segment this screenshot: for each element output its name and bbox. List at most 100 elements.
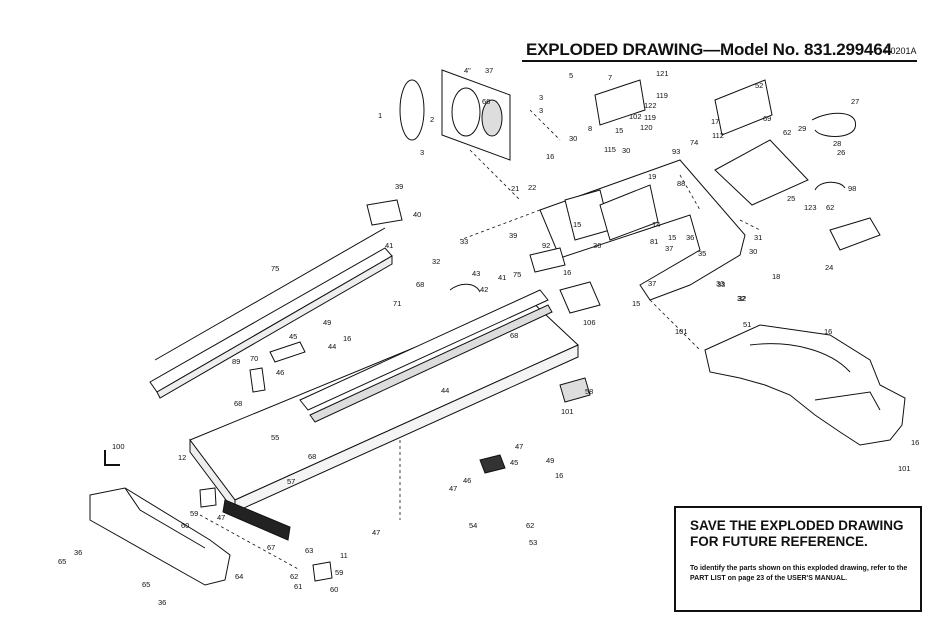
callout: 75 [513, 270, 521, 279]
callout: 36 [593, 241, 601, 250]
callout: 33 [717, 280, 725, 289]
callout: 37 [648, 279, 656, 288]
callout: 81 [650, 237, 658, 246]
allen-wrench [104, 450, 120, 466]
callout: 61 [294, 582, 302, 591]
callout: 59 [335, 568, 343, 577]
callout: 65 [58, 557, 66, 566]
callout: 68 [510, 331, 518, 340]
callout: 102 [629, 112, 642, 121]
callout: 52 [755, 81, 763, 90]
callout: 63 [305, 546, 313, 555]
front-roller [449, 283, 481, 293]
callout: 89 [232, 357, 240, 366]
callout: 17 [711, 117, 719, 126]
callout: 24 [825, 263, 833, 272]
callout: 60 [181, 521, 189, 530]
callout: 47 [372, 528, 380, 537]
clip [559, 377, 591, 403]
callout: 5 [569, 71, 573, 80]
callout: 41 [385, 241, 393, 250]
callout: 49 [323, 318, 331, 327]
title-underline [522, 60, 917, 62]
callout: 15 [632, 299, 640, 308]
callout: 16 [563, 268, 571, 277]
callout: 44 [441, 386, 449, 395]
callout: 66 [482, 97, 490, 106]
front-cap [529, 247, 566, 273]
callout: 30 [622, 146, 630, 155]
callout: 120 [640, 123, 653, 132]
callout: 62 [290, 572, 298, 581]
callout: 62 [783, 128, 791, 137]
callout: 123 [804, 203, 817, 212]
callout: 33 [460, 237, 468, 246]
callout: 11 [340, 551, 348, 560]
callout: 29 [798, 124, 806, 133]
callout: 98 [848, 184, 856, 193]
callout: 36 [686, 233, 694, 242]
drive-belt [399, 79, 425, 141]
callout: 51 [743, 320, 751, 329]
callout: 119 [656, 91, 668, 100]
rear-end-cap [89, 487, 231, 586]
callout: 59 [190, 509, 198, 518]
callout: 32 [432, 257, 440, 266]
callout: 88 [677, 179, 685, 188]
callout: 15 [573, 220, 581, 229]
cord-housing [829, 217, 881, 251]
callout: 62 [526, 521, 534, 530]
callout: 53 [529, 538, 537, 547]
controller-bracket [714, 139, 809, 206]
callout: 28 [833, 139, 841, 148]
leveling-foot [199, 487, 217, 508]
callout: 39 [509, 231, 517, 240]
callout: 2 [430, 115, 434, 124]
callout: 25 [787, 194, 795, 203]
callout: 119 [644, 113, 656, 122]
callout: 7 [608, 73, 612, 82]
callout: 37 [665, 244, 673, 253]
callout: 16 [824, 327, 832, 336]
callout: 36 [158, 598, 166, 607]
roller-bracket [559, 281, 601, 314]
callout: 3 [420, 148, 424, 157]
callout: 122 [644, 101, 657, 110]
callout: 45 [289, 332, 297, 341]
power-cord [811, 112, 856, 137]
callout: 32 [737, 294, 745, 303]
drawing-code: R0201A [884, 46, 917, 56]
front-foot [312, 561, 333, 582]
motor-hood [704, 324, 906, 446]
reference-notice: SAVE THE EXPLODED DRAWING FOR FUTURE REF… [674, 506, 922, 612]
callout: 15 [615, 126, 623, 135]
callout: 18 [772, 272, 780, 281]
pad [249, 367, 266, 393]
callout: 49 [546, 456, 554, 465]
callout: 106 [583, 318, 596, 327]
callout: 12 [178, 453, 186, 462]
callout: 47 [449, 484, 457, 493]
callout: 22 [528, 183, 536, 192]
callout: 30 [749, 247, 757, 256]
callout: 115 [604, 145, 616, 154]
callout: 16 [546, 152, 554, 161]
callout: 16 [343, 334, 351, 343]
callout: 31 [754, 233, 762, 242]
callout: 3 [539, 93, 543, 102]
callout: 58 [585, 387, 593, 396]
callout: 71 [393, 299, 401, 308]
rail-end-cap [366, 199, 403, 226]
callout: 37 [485, 66, 493, 75]
flywheel [481, 99, 503, 137]
callout: 57 [287, 477, 295, 486]
callout: 93 [672, 147, 680, 156]
callout: 101 [898, 464, 911, 473]
notice-heading-2: FOR FUTURE REFERENCE. [690, 534, 868, 549]
callout: 55 [271, 433, 279, 442]
assembly-lines [199, 109, 761, 571]
callout: 45 [510, 458, 518, 467]
treadmill-parts-linework [89, 69, 906, 586]
callout: 92 [542, 241, 550, 250]
callout: 101 [561, 407, 574, 416]
